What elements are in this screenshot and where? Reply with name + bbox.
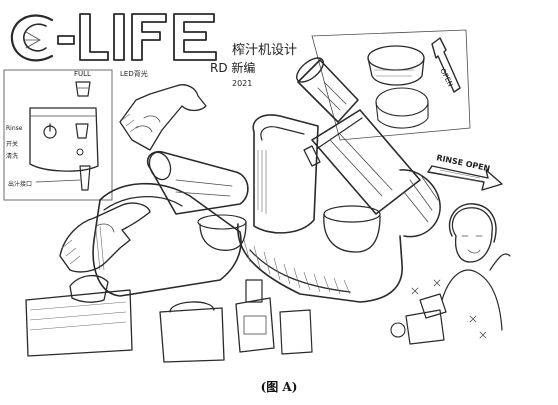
title-note-line3: 2021 [232,79,252,88]
panel-left-label-2: 开关 [6,140,18,148]
led-label: LED背光 [120,69,148,78]
panel-left-label-1: Rinse [6,125,23,132]
left-juicer-sketch [59,150,249,297]
main-juicer-sketch [237,57,441,303]
woman-sketch [390,203,511,345]
open-arrow-icon [431,37,461,93]
c-life-logo [10,13,217,62]
full-cup-icon [75,81,91,97]
panel-bottom-label: 出汁接口 [8,180,32,188]
rinse-arrow-icon [427,165,503,191]
figure-caption: (图 A) [260,380,298,394]
title-note-line2: RD 新编 [210,60,255,75]
panel-left-label-3: 清洗 [6,152,18,160]
title-note-line1: 榨汁机设计 [232,42,297,58]
rinse-open-arrow: RINSE OPEN [427,153,503,191]
cup-icon [75,123,89,139]
lid-detail-box: OPEN [311,29,471,141]
bottom-sketches [25,275,313,363]
control-panel-detail: FULL LED背光 Rinse 开关 清洗 出汁接口 [3,69,148,201]
full-label: FULL [74,70,91,78]
hand-pressing-sketch [119,84,207,151]
title-notes: 榨汁机设计 RD 新编 2021 [210,42,297,88]
rinse-open-label: RINSE OPEN [436,153,491,173]
